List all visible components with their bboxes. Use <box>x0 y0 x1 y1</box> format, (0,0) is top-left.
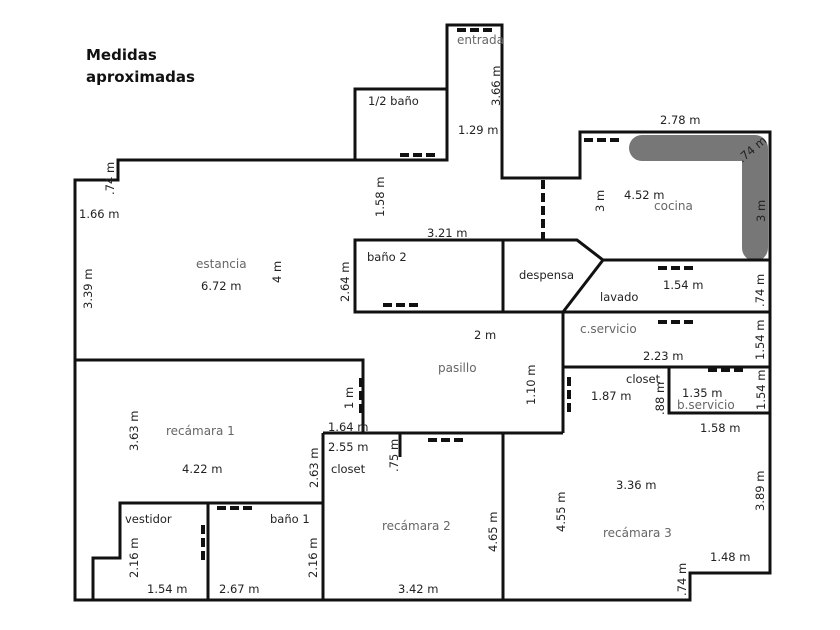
dim: 2.16 m <box>127 538 141 578</box>
room-despensa: despensa <box>519 268 574 282</box>
doors <box>201 28 745 560</box>
room-bano1: baño 1 <box>270 512 310 526</box>
dim: 2 m <box>474 328 496 342</box>
dim: 1.58 m <box>700 421 740 435</box>
dim: 1.66 m <box>79 207 119 221</box>
room-closet-rec3: closet <box>626 372 661 386</box>
dim: 2.63 m <box>307 448 321 488</box>
dim: 3.89 m <box>753 471 767 511</box>
dim: 2.16 m <box>306 538 320 578</box>
dim: 1.64 m <box>328 420 368 434</box>
room-recamara1: recámara 1 <box>166 424 235 438</box>
dim: 4.52 m <box>624 188 664 202</box>
room-c-servicio: c.servicio <box>580 322 637 336</box>
room-closet-rec2: closet <box>331 462 366 476</box>
dim: 3.66 m <box>489 66 503 106</box>
dim: .74 m <box>753 274 767 307</box>
dim: 4.55 m <box>554 492 568 532</box>
room-medio-bano: 1/2 baño <box>368 94 419 108</box>
dim: 1.54 m <box>663 278 703 292</box>
dim: 1.54 m <box>147 582 187 596</box>
dim: 1 m <box>342 387 356 409</box>
dim: 1.10 m <box>524 365 538 405</box>
dim: 2.55 m <box>328 440 368 454</box>
room-b-servicio: b.servicio <box>677 398 735 412</box>
dim: 1.29 m <box>458 123 498 137</box>
room-entrada: entrada <box>457 33 504 47</box>
room-lavado: lavado <box>600 290 638 304</box>
dim: 3 m <box>754 200 768 222</box>
dim: .74 m <box>675 563 689 596</box>
room-recamara3: recámara 3 <box>603 526 672 540</box>
dim: 3.36 m <box>616 478 656 492</box>
dim: .88 m <box>653 382 667 415</box>
room-labels: entrada 1/2 baño estancia baño 2 despens… <box>125 33 735 540</box>
dim: 2.67 m <box>219 582 259 596</box>
room-pasillo: pasillo <box>438 361 477 375</box>
room-estancia: estancia <box>196 257 247 271</box>
dim: 4.65 m <box>486 512 500 552</box>
dim: 3.63 m <box>127 411 141 451</box>
dim: 3 m <box>593 190 607 212</box>
dim: 1.54 m <box>754 370 768 410</box>
dim: 1.87 m <box>591 389 631 403</box>
dim: 4 m <box>270 261 284 283</box>
dim: 2.23 m <box>643 349 683 363</box>
room-cocina: cocina <box>654 199 693 213</box>
dim: 2.78 m <box>660 113 700 127</box>
title-line-1: Medidas <box>86 46 157 64</box>
dim: 1.54 m <box>753 320 767 360</box>
dim: .75 m <box>387 439 401 472</box>
dim: 2.64 m <box>338 262 352 302</box>
dim: 4.22 m <box>182 462 222 476</box>
room-bano2: baño 2 <box>367 250 407 264</box>
room-vestidor: vestidor <box>125 512 172 526</box>
dim: 3.42 m <box>398 582 438 596</box>
dim: 3.21 m <box>427 226 467 240</box>
dim: .74 m <box>103 162 117 195</box>
title-line-2: aproximadas <box>86 68 195 86</box>
dim: 1.58 m <box>373 177 387 217</box>
kitchen-counter <box>629 135 768 261</box>
room-recamara2: recámara 2 <box>382 519 451 533</box>
dim: 3.39 m <box>81 269 95 309</box>
dim: 6.72 m <box>201 279 241 293</box>
dim: 1.48 m <box>710 550 750 564</box>
walls <box>73 23 772 602</box>
dim: 1.35 m <box>682 386 722 400</box>
